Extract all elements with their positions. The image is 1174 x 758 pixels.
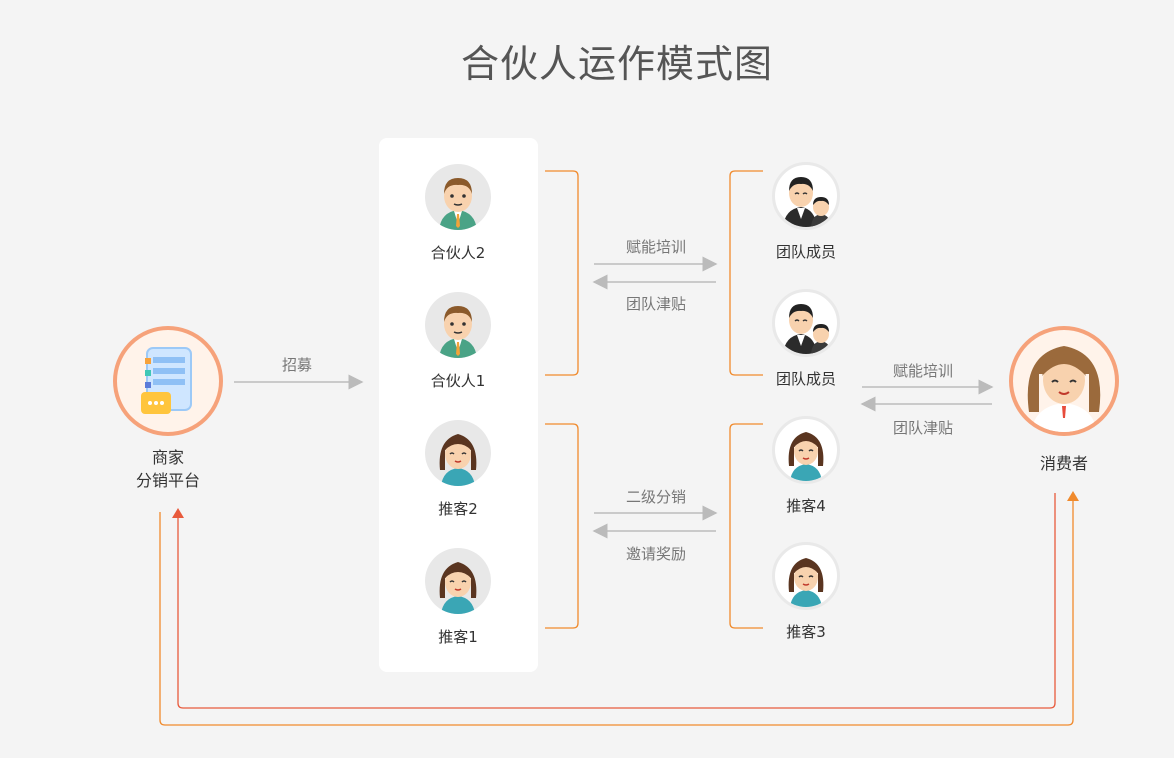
edge-label-empower-training-2: 赋能培训	[893, 362, 954, 380]
team-member-label-a: 团队成员	[775, 243, 836, 261]
team-group-avatar-icon	[772, 289, 840, 357]
referrer1-node[interactable]: 推客1	[408, 548, 508, 647]
referrer1-label: 推客1	[438, 628, 478, 646]
partner1-node[interactable]: 合伙人1	[408, 292, 508, 391]
consumer-avatar-icon	[1009, 326, 1119, 436]
edge-label-team-allowance-1: 团队津贴	[626, 295, 687, 313]
referrer3-node[interactable]: 推客3	[756, 542, 856, 642]
woman-avatar-icon	[772, 416, 840, 484]
referrer3-label: 推客3	[786, 623, 826, 641]
referrer2-node[interactable]: 推客2	[408, 420, 508, 519]
woman-avatar-icon	[425, 420, 491, 486]
businessman-avatar-icon	[425, 292, 491, 358]
referrers-bracket	[545, 423, 579, 629]
edge-label-second-level-distribution: 二级分销	[626, 488, 687, 506]
referrer4-label: 推客4	[786, 497, 826, 515]
partner2-label: 合伙人2	[430, 244, 486, 262]
consumer-node[interactable]: 消费者	[1009, 326, 1119, 474]
edge-label-team-allowance-2: 团队津贴	[893, 419, 954, 437]
woman-avatar-icon	[425, 548, 491, 614]
edge-label-invite-reward: 邀请奖励	[626, 545, 687, 563]
businessman-avatar-icon	[425, 164, 491, 230]
partner2-node[interactable]: 合伙人2	[408, 164, 508, 263]
referrer4-node[interactable]: 推客4	[756, 416, 856, 516]
merchant-label-line1: 商家	[151, 448, 184, 467]
partners-bracket	[545, 170, 579, 376]
merchant-node[interactable]: 商家 分销平台	[113, 326, 223, 492]
merchant-platform-icon	[113, 326, 223, 436]
team-member-node-a[interactable]: 团队成员	[756, 162, 856, 262]
partner1-label: 合伙人1	[430, 372, 486, 390]
page-title: 合伙人运作模式图	[460, 42, 773, 86]
woman-avatar-icon	[772, 542, 840, 610]
referrer2-label: 推客2	[438, 500, 478, 518]
team-bracket	[729, 170, 763, 376]
consumer-label: 消费者	[1039, 454, 1088, 473]
edge-label-empower-training-1: 赋能培训	[626, 238, 687, 256]
team-member-label-b: 团队成员	[775, 370, 836, 388]
consumer-to-merchant-loop	[177, 493, 1056, 709]
merchant-label-line2: 分销平台	[135, 471, 200, 490]
edge-label-recruit: 招募	[282, 356, 313, 374]
referrers-right-bracket	[729, 423, 763, 629]
merchant-to-consumer-loop	[159, 499, 1074, 726]
team-member-node-b[interactable]: 团队成员	[756, 289, 856, 389]
team-group-avatar-icon	[772, 162, 840, 230]
